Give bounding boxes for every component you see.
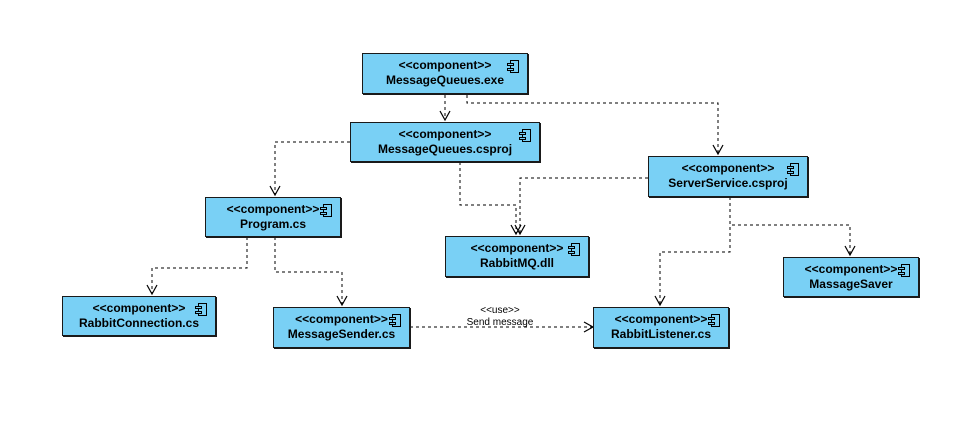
edge-stereotype-label: <<use>> — [480, 305, 520, 316]
component-name: MessageQueues.exe — [385, 73, 505, 87]
component-messagesender-cs[interactable]: <<component>> MessageSender.cs — [273, 307, 410, 348]
component-stereotype: <<component>> — [92, 301, 186, 315]
component-stereotype: <<component>> — [398, 58, 492, 72]
component-rabbitmq-dll[interactable]: <<component>> RabbitMQ.dll — [445, 236, 589, 277]
component-icon — [507, 60, 519, 73]
component-stereotype: <<component>> — [295, 312, 388, 326]
component-stereotype: <<component>> — [681, 161, 775, 175]
component-name: RabbitListener.cs — [610, 327, 712, 341]
component-name: MassageSaver — [809, 277, 893, 291]
component-name: MessageQueues.csproj — [377, 142, 513, 156]
edge-mqexe-servercsproj — [466, 95, 724, 156]
component-icon — [568, 243, 580, 256]
edge-mqcsproj-program — [269, 141, 350, 197]
component-name: ServerService.csproj — [668, 176, 788, 190]
component-rabbitlistener-cs[interactable]: <<component>> RabbitListener.cs — [593, 307, 729, 348]
component-stereotype: <<component>> — [614, 312, 708, 326]
component-serverservice-csproj[interactable]: <<component>> ServerService.csproj — [648, 156, 808, 197]
component-name: Program.cs — [239, 217, 307, 231]
edge-program-rabbitconn — [146, 237, 248, 296]
component-stereotype: <<component>> — [398, 127, 492, 141]
edge-servercsproj-saver — [729, 197, 856, 257]
component-name: MessageSender.cs — [287, 327, 396, 341]
component-icon — [389, 314, 401, 327]
edge-message-label: Send message — [466, 317, 534, 328]
component-stereotype: <<component>> — [470, 241, 564, 255]
component-icon — [320, 204, 332, 217]
component-name: RabbitConnection.cs — [78, 316, 199, 330]
component-icon — [195, 303, 207, 316]
component-stereotype: <<component>> — [804, 262, 898, 276]
component-icon — [519, 129, 531, 142]
component-stereotype: <<component>> — [226, 202, 320, 216]
edge-program-msgsender — [274, 237, 348, 307]
component-massagesaver[interactable]: <<component>> MassageSaver — [783, 257, 919, 297]
component-messagequeues-csproj[interactable]: <<component>> MessageQueues.csproj — [350, 122, 540, 162]
component-name: RabbitMQ.dll — [480, 256, 554, 270]
edge-mqcsproj-rabbitmq — [459, 162, 522, 236]
edge-servercsproj-rabbitmq — [514, 177, 648, 236]
component-program-cs[interactable]: <<component>> Program.cs — [205, 197, 341, 237]
edge-servercsproj-listener — [654, 197, 731, 307]
component-messagequeues-exe[interactable]: <<component>> MessageQueues.exe — [362, 53, 528, 94]
component-icon — [708, 314, 720, 327]
component-icon — [787, 163, 799, 176]
component-rabbitconnection-cs[interactable]: <<component>> RabbitConnection.cs — [62, 296, 216, 336]
component-icon — [898, 264, 910, 277]
